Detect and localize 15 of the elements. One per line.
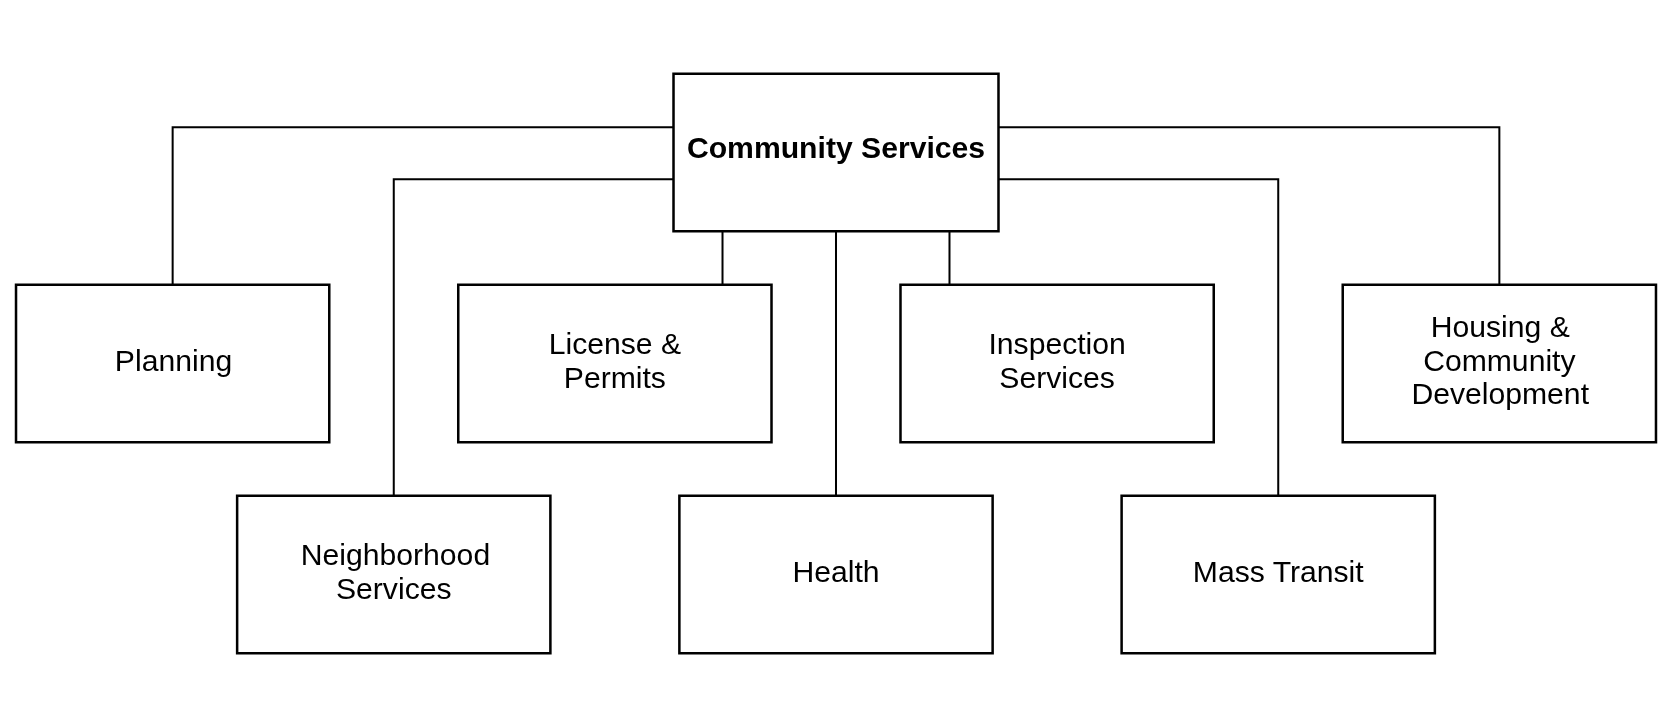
connector: [392, 178, 674, 496]
node-box: Inspection Services: [899, 283, 1215, 444]
connector: [835, 231, 837, 496]
connector: [171, 126, 674, 285]
connector: [998, 126, 1501, 285]
node-box: Community Services: [672, 72, 1000, 233]
node-box: Planning: [14, 283, 331, 444]
node-box: Neighborhood Services: [235, 494, 552, 655]
node-box: Health: [678, 494, 994, 655]
node-box: Mass Transit: [1120, 494, 1437, 655]
connector: [948, 231, 951, 285]
node-box: License & Permits: [457, 283, 773, 444]
connector: [998, 178, 1280, 496]
connector: [721, 231, 724, 285]
node-box: Housing & Community Development: [1341, 283, 1658, 444]
